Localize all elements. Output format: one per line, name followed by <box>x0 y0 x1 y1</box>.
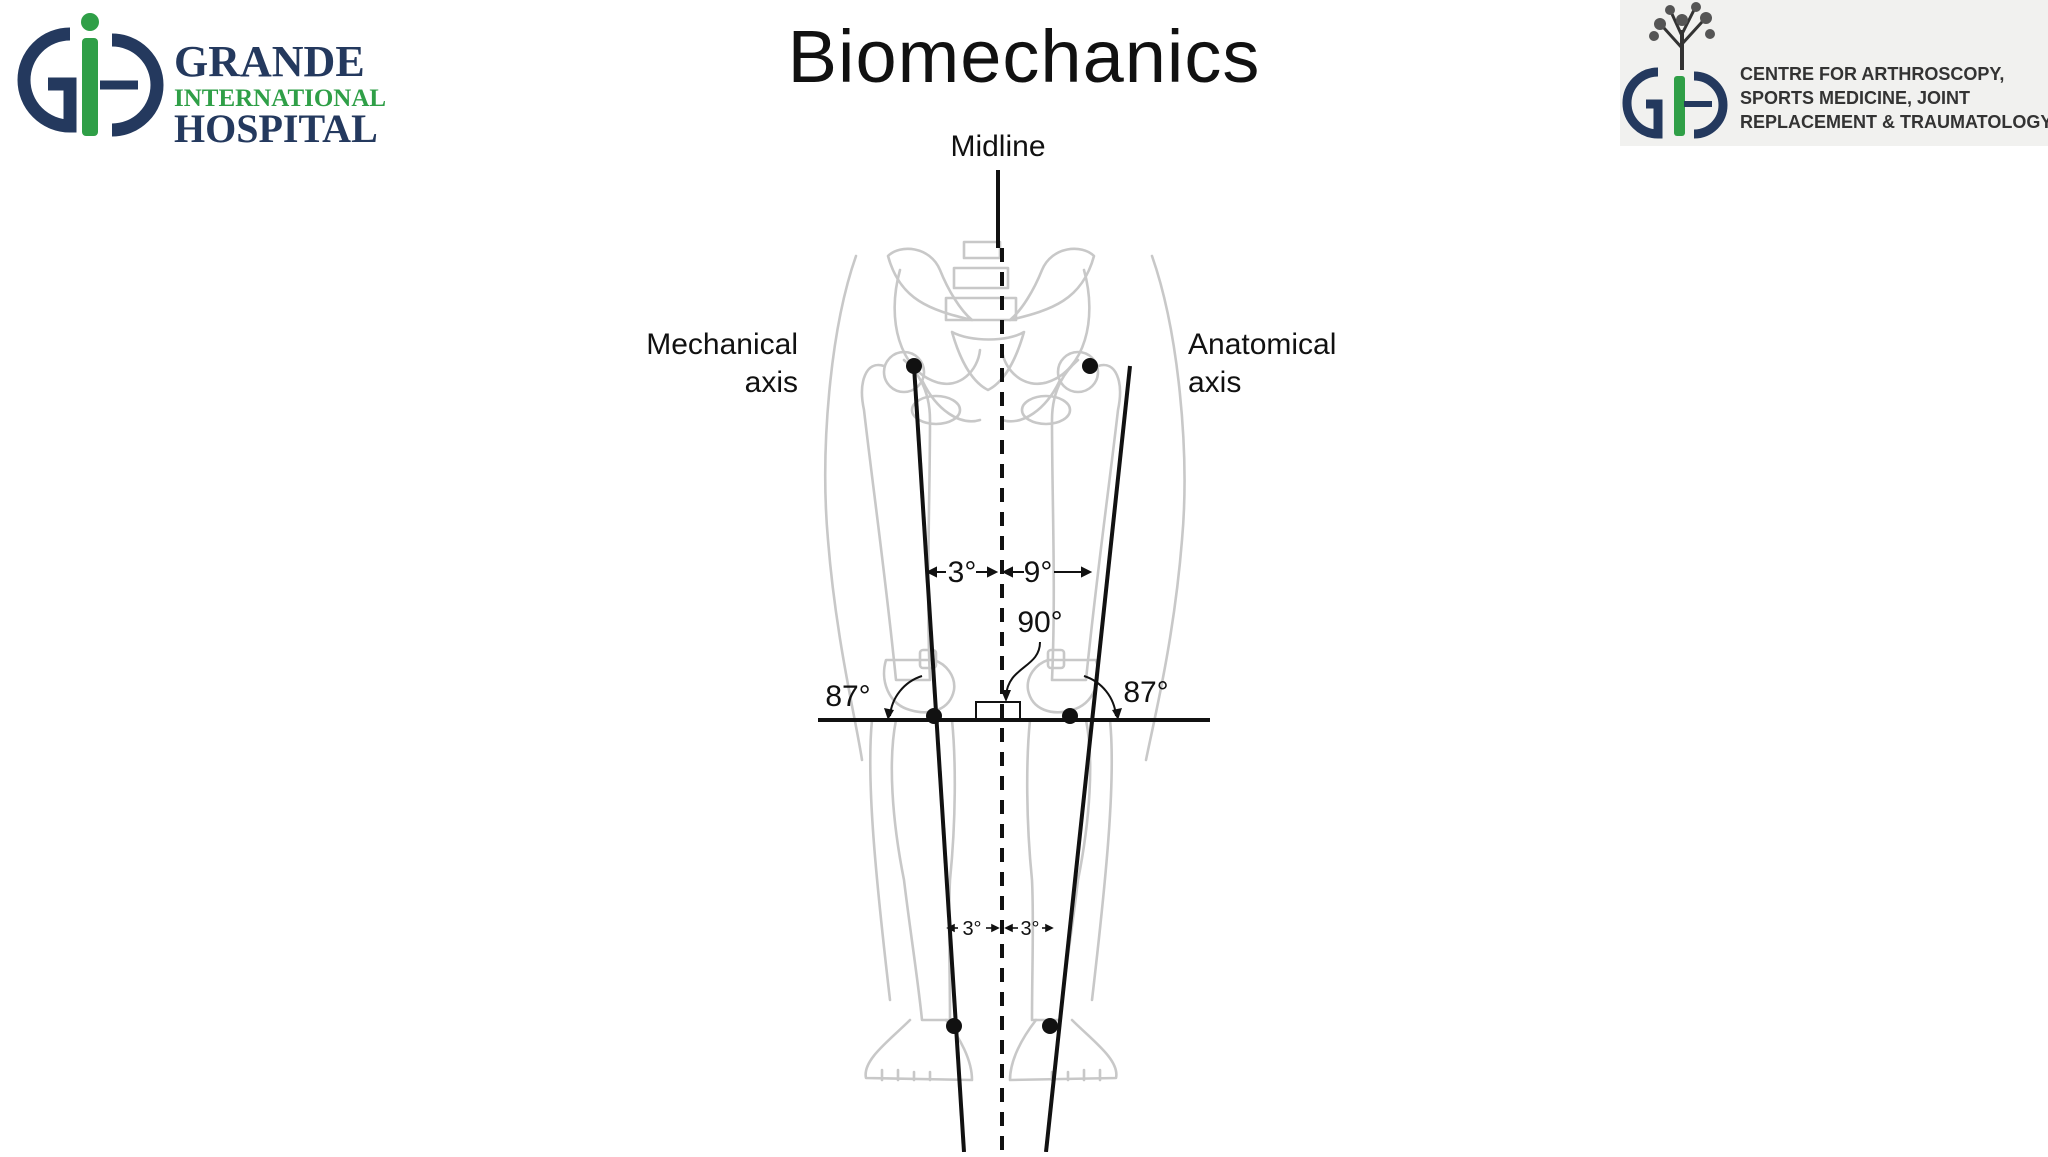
angle-label-3deg-upper: 3° <box>948 556 977 589</box>
left-body-outline <box>824 254 864 762</box>
right-tibia <box>1025 718 1092 1022</box>
centre-text-line2: SPORTS MEDICINE, JOINT <box>1740 88 1970 108</box>
left-iliac-wing <box>886 247 974 322</box>
lower-angle-arrows <box>946 923 1054 933</box>
slide-title: Biomechanics <box>787 15 1261 98</box>
centre-text-line3: REPLACEMENT & TRAUMATOLOGY <box>1740 112 2048 132</box>
right-femoral-head <box>1056 350 1100 394</box>
right-ankle-center-dot <box>1042 1018 1058 1034</box>
mechanical-axis-line <box>912 365 966 1153</box>
angle-label-87deg-right: 87° <box>1123 676 1168 709</box>
left-foot <box>864 1018 974 1082</box>
logo-g-mark <box>17 27 77 133</box>
logo-text-line3: HOSPITAL <box>174 106 378 144</box>
pelvis <box>886 247 1096 426</box>
grande-hospital-logo: GRANDE INTERNATIONAL HOSPITAL <box>8 4 398 151</box>
left-hip-center-dot <box>906 358 922 374</box>
tree-icon <box>1649 2 1715 70</box>
right-hip-center-dot <box>1082 358 1098 374</box>
upper-angle-arrows <box>925 566 1093 578</box>
anatomical-axis-label-line1: Anatomical <box>1188 328 1336 361</box>
mechanical-axis-label-line2: axis <box>745 366 798 399</box>
left-tibia <box>890 718 957 1022</box>
left-ankle-center-dot <box>946 1018 962 1034</box>
lumbar-spine <box>944 240 1018 322</box>
angle-label-3deg-lower-left: 3° <box>962 918 981 940</box>
logo-i-stem <box>82 38 98 136</box>
arthroscopy-centre-logo: CENTRE FOR ARTHROSCOPY, SPORTS MEDICINE,… <box>1620 0 2048 146</box>
right-angle-box <box>975 701 1021 721</box>
left-femur <box>860 358 932 682</box>
left-femoral-head <box>882 350 926 394</box>
right-body-outline <box>1144 254 1186 762</box>
logo-i-dot <box>81 13 99 31</box>
logo-text-line1: GRANDE <box>174 37 365 86</box>
pointer-90deg <box>1005 641 1041 697</box>
right-fibula <box>1090 718 1114 1002</box>
left-fibula <box>868 718 892 1002</box>
angle-label-90deg: 90° <box>1017 606 1062 639</box>
midline-label: Midline <box>950 130 1045 163</box>
mechanical-axis-label-line1: Mechanical <box>646 328 798 361</box>
sacrum <box>950 330 1026 392</box>
right-femur <box>1050 358 1122 682</box>
right-iliac-wing <box>1008 247 1096 322</box>
angle-label-87deg-left: 87° <box>825 680 870 713</box>
centre-text-line1: CENTRE FOR ARTHROSCOPY, <box>1740 64 2004 84</box>
angle-label-3deg-lower-right: 3° <box>1020 918 1039 940</box>
logo-text-line2: INTERNATIONAL <box>174 85 386 112</box>
right-foot <box>1008 1018 1118 1082</box>
anatomical-axis-line <box>1044 365 1132 1153</box>
anatomical-axis-label-line2: axis <box>1188 366 1241 399</box>
angle-label-9deg: 9° <box>1024 556 1053 589</box>
lower-limb-axis-diagram: 3° 9° 90° 87° 87° <box>600 120 1400 1153</box>
left-knee-center-dot <box>926 708 942 724</box>
right-knee-angle-arc <box>1083 675 1117 717</box>
right-knee-center-dot <box>1062 708 1078 724</box>
